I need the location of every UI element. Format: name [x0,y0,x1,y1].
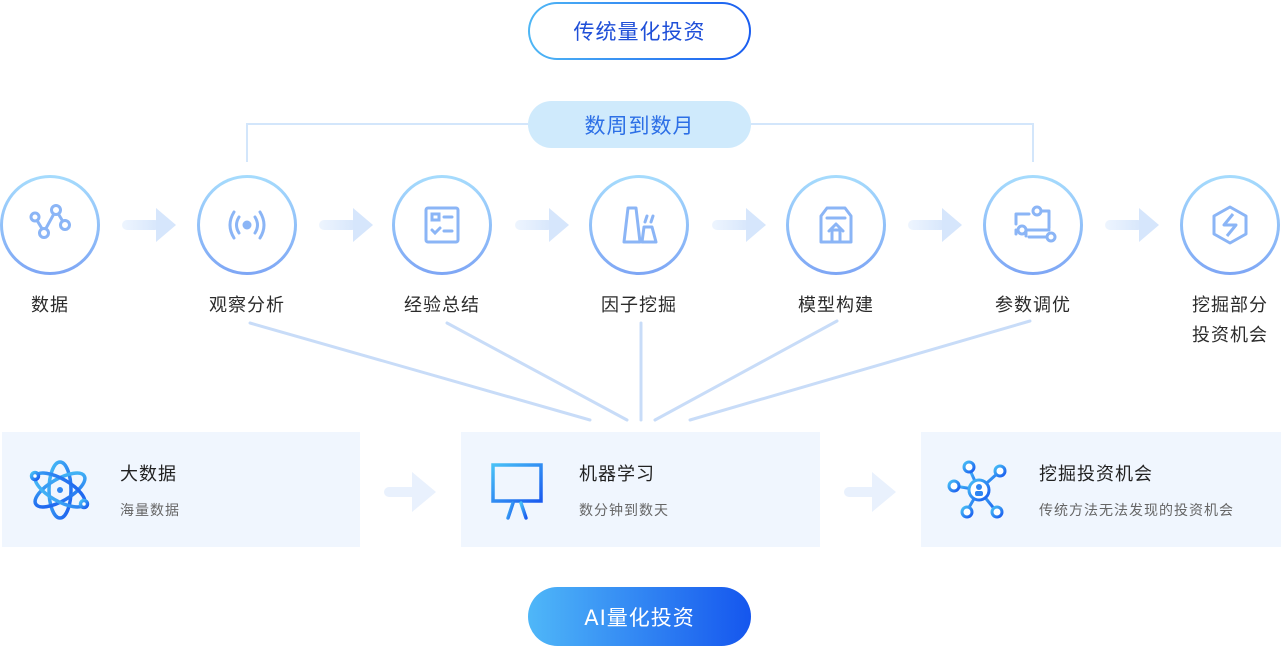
step-experience-summary: 经验总结 [392,175,492,320]
card-subtitle: 传统方法无法发现的投资机会 [1039,503,1234,519]
step-label: 观察分析 [209,295,285,316]
ai-quant-pill: AI量化投资 [528,587,751,646]
card-title: 挖掘投资机会 [1039,464,1153,485]
step-observe-analyze: 观察分析 [197,175,297,320]
traditional-quant-pill: 传统量化投资 [528,2,751,60]
step-model-building: 模型构建 [786,175,886,320]
step-label: 模型构建 [798,295,874,316]
converge-line-5 [688,319,1032,422]
step-label: 参数调优 [995,295,1071,316]
step-parameter-tuning: 参数调优 [983,175,1083,320]
parameter-flow-icon [1014,205,1057,243]
step-data: 数据 [0,175,100,320]
step-label-line2: 投资机会 [1192,325,1268,346]
hexagon-gem-icon [1212,205,1248,245]
card-big-data: 大数据 海量数据 [2,432,360,547]
card-subtitle: 海量数据 [120,503,180,519]
step-factor-mining: 因子挖掘 [589,175,689,320]
factor-blocks-icon [622,206,658,244]
arrow-right-icon [844,472,896,512]
traditional-quant-title: 传统量化投资 [530,4,749,58]
duration-pill: 数周到数月 [528,101,751,148]
card-subtitle: 数分钟到数天 [579,503,669,519]
arrow-right-icon [515,208,569,242]
step-partial-opportunities: 挖掘部分 投资机会 [1180,175,1280,350]
converge-line-2 [445,321,629,422]
presentation-chart-icon [487,458,547,520]
network-user-icon [947,460,1007,519]
converge-line-1 [248,321,592,422]
arrow-right-icon [1105,208,1159,242]
step-label: 经验总结 [404,295,480,316]
arrow-right-icon [319,208,373,242]
arrow-right-icon [712,208,766,242]
arrow-right-icon [908,208,962,242]
arrow-right-icon [384,472,436,512]
card-investment-opportunities: 挖掘投资机会 传统方法无法发现的投资机会 [921,432,1281,547]
atom-icon [29,460,90,520]
arrow-right-icon [122,208,176,242]
card-title: 大数据 [120,464,177,485]
step-label: 因子挖掘 [601,295,677,316]
card-machine-learning: 机器学习 数分钟到数天 [461,432,820,547]
converge-line-4 [653,319,839,422]
data-nodes-icon [29,204,71,239]
signal-broadcast-icon [228,210,266,240]
step-label: 数据 [31,295,69,316]
checklist-icon [424,206,460,244]
model-box-icon [819,206,853,244]
card-title: 机器学习 [579,464,655,485]
step-label-line1: 挖掘部分 [1192,295,1268,316]
